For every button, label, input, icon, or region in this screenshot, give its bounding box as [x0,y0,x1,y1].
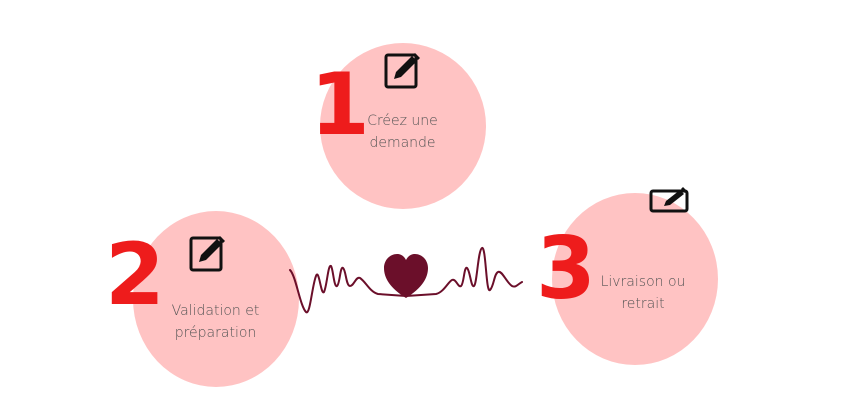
step-2-label: Validation et préparation [158,300,273,344]
edit-icon [189,236,225,272]
step-3-label-line2: retrait [621,296,665,312]
step-2-label-line2: préparation [174,325,257,341]
step-1-label-line2: demande [369,135,436,151]
step-1-label: Créez une demande [350,110,455,154]
step-3-label-line1: Livraison ou [600,274,686,290]
edit-icon [649,187,689,213]
step-2-number: 2 [105,225,165,325]
step-3-label: Livraison ou retrait [588,271,698,315]
step-1-label-line1: Créez une [367,113,438,129]
step-2-label-line1: Validation et [171,303,260,319]
step-1-number: 1 [310,55,370,155]
heart-icon [384,254,428,298]
heartbeat-wave [289,246,523,314]
step-3-number: 3 [536,219,596,319]
step-3-circle [552,193,718,365]
edit-icon [384,53,420,89]
